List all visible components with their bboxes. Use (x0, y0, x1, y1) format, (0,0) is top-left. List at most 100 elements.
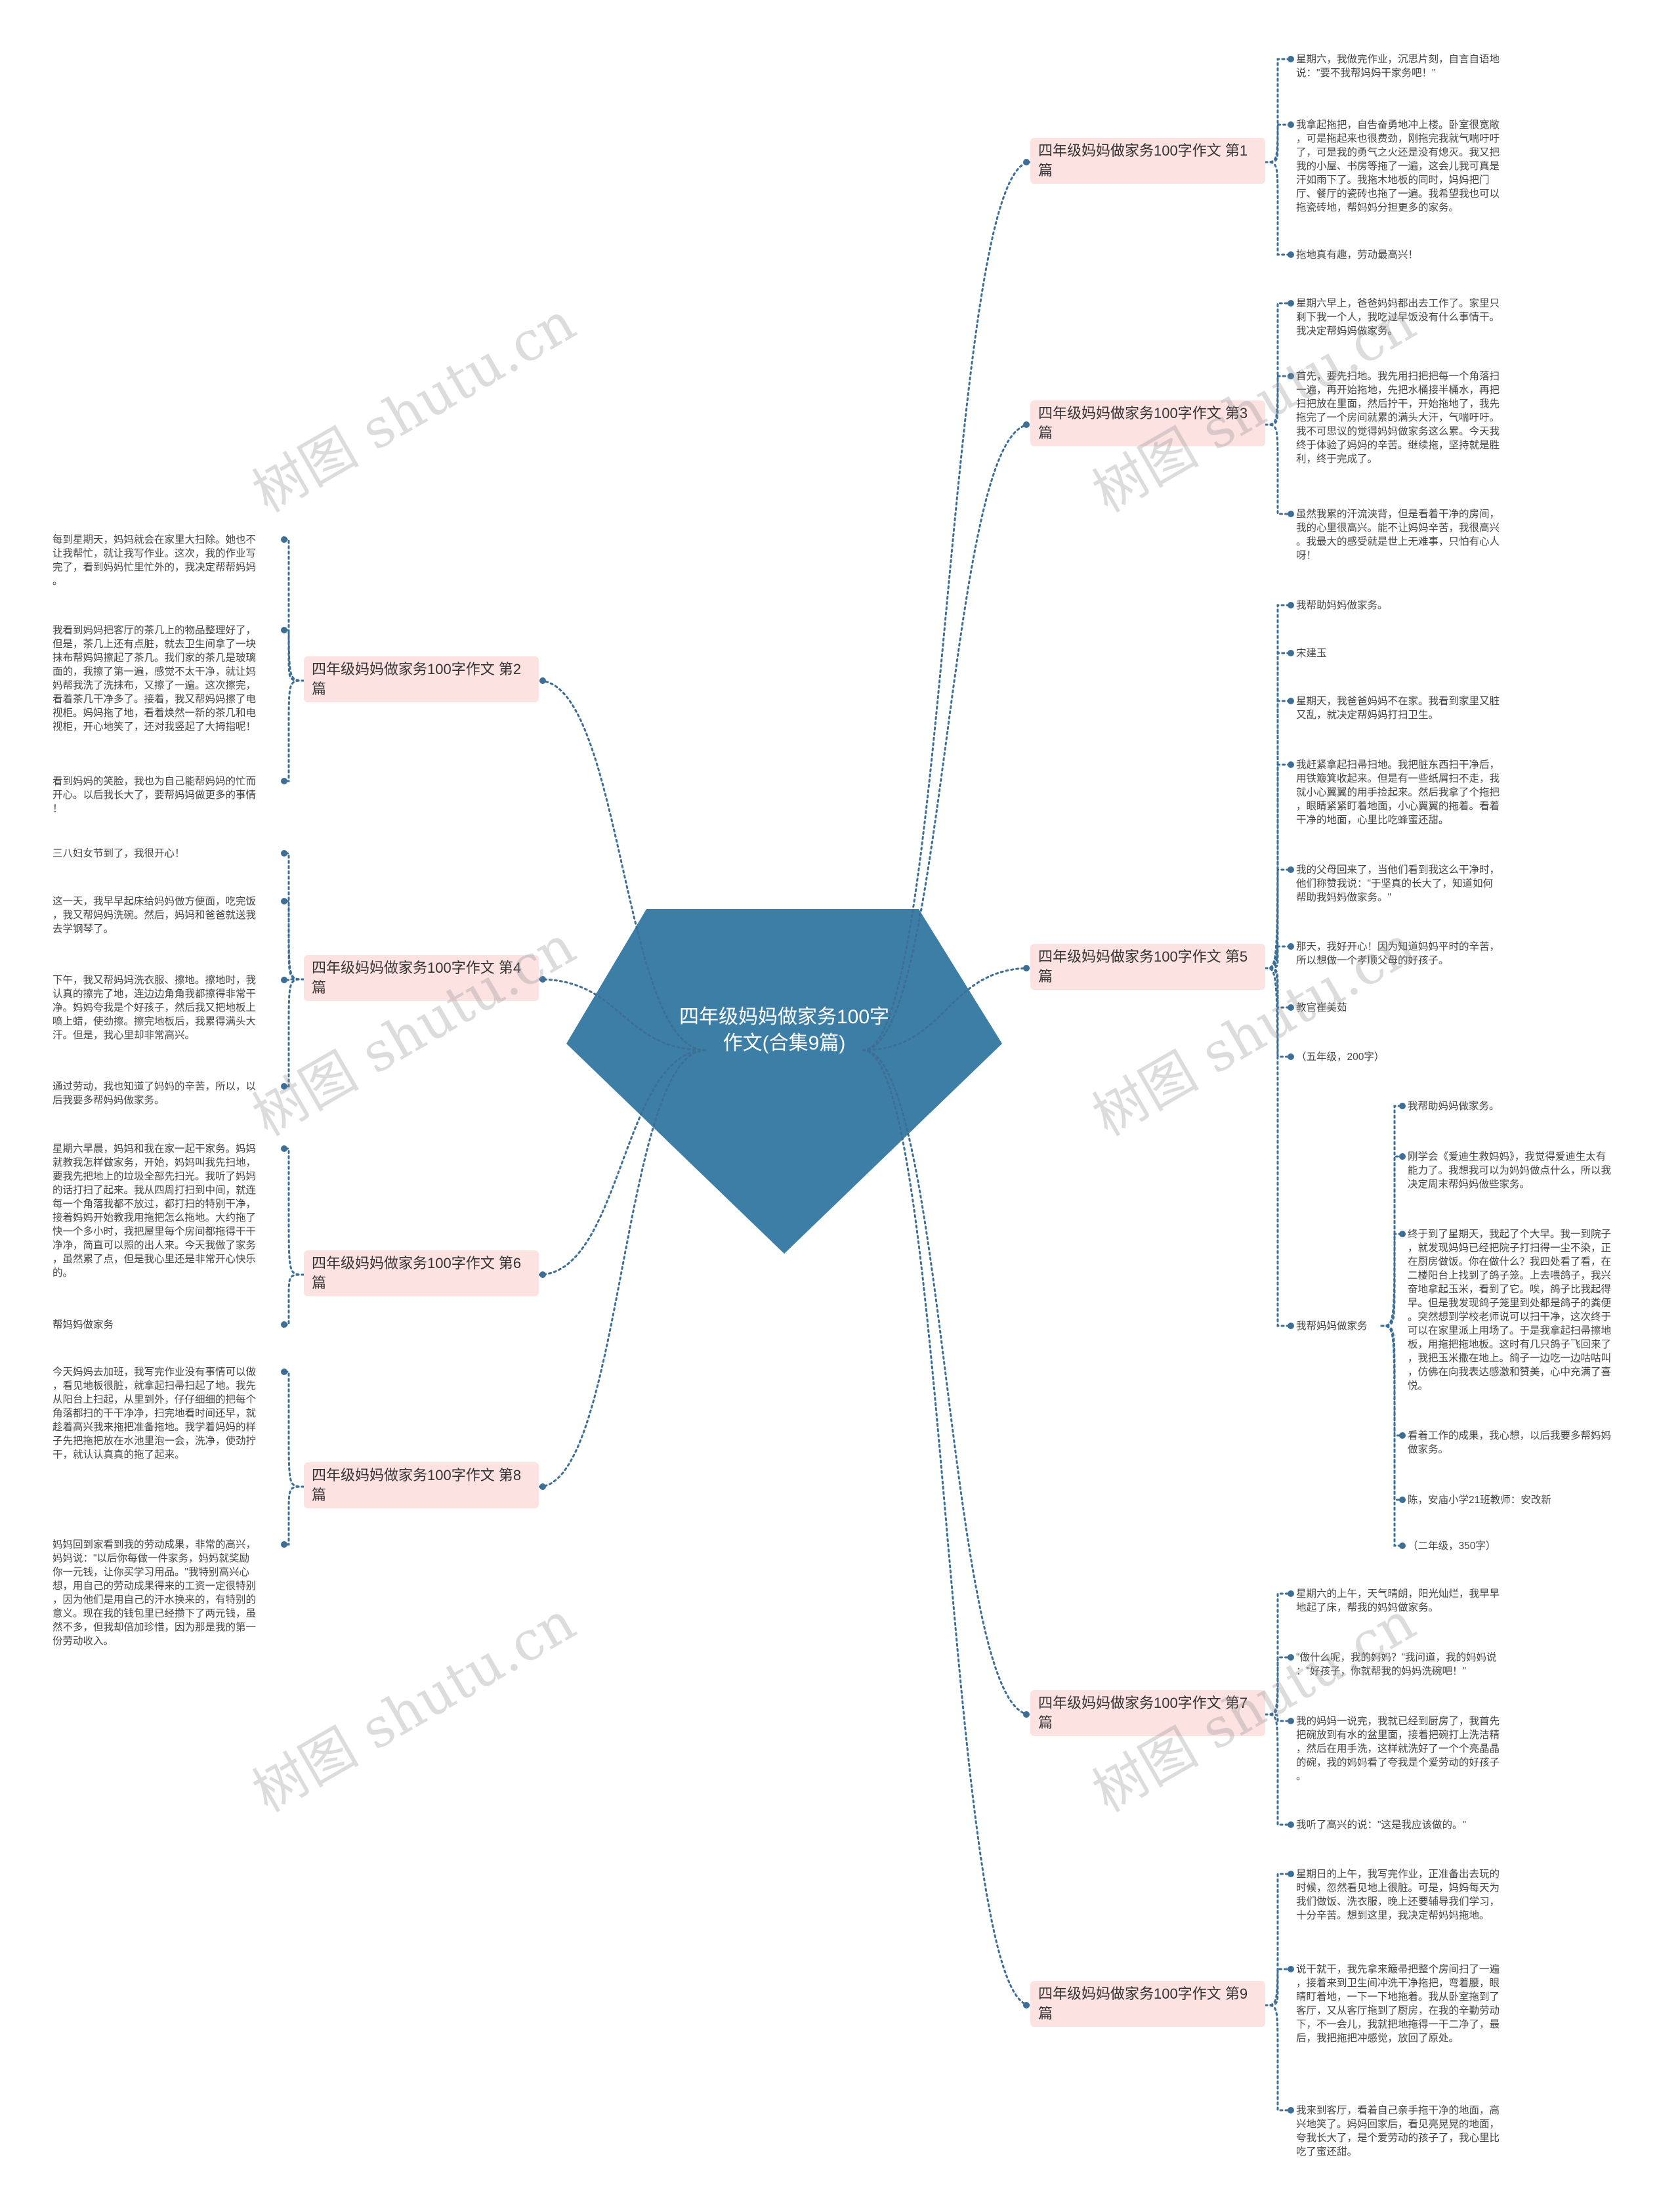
branch-connector-dot (1023, 1711, 1030, 1718)
leaf-text: 我的妈妈一说完，我就已经到厨房了，我首先 把碗放到有水的盆里面，接着把碗打上洗洁… (1296, 1716, 1500, 1782)
sub-leaf-connector-dot (1399, 1432, 1406, 1439)
leaf-connector-dot (281, 1083, 287, 1090)
leaf-text: 通过劳动，我也知道了妈妈的辛苦，所以，以 后我要多帮妈妈做家务。 (52, 1081, 257, 1106)
leaf-text: 宋建玉 (1296, 648, 1327, 659)
sub-leaf-connector (1380, 1155, 1404, 1327)
leaf-text: 星期六，我做完作业，沉思片刻，自言自语地 说："要不我帮妈妈干家务吧！" (1296, 54, 1500, 79)
leaf-connector (283, 679, 305, 782)
leaf-connector (283, 1273, 305, 1326)
branch-node-b3[interactable]: 四年级妈妈做家务100字作文 第3 篇 (1030, 400, 1265, 446)
leaf-connector-dot (281, 1541, 287, 1548)
leaf-connector (283, 1371, 305, 1488)
branch-connector-dot (539, 976, 546, 983)
leaf-text: 星期日的上午，我写完作业，正准备出去玩的 时候，忽然看见地上很脏。可是，妈妈每天… (1296, 1869, 1500, 1921)
leaf-connector-dot (1288, 251, 1294, 258)
branch-node-b7[interactable]: 四年级妈妈做家务100字作文 第7 篇 (1030, 1690, 1265, 1736)
leaf-connector-dot (1288, 1718, 1294, 1724)
branch-node-b4[interactable]: 四年级妈妈做家务100字作文 第4 篇 (304, 955, 539, 1001)
branch-node-b6[interactable]: 四年级妈妈做家务100字作文 第6 篇 (304, 1250, 539, 1296)
leaf-text: 三八妇女节到了，我很开心！ (52, 848, 185, 859)
leaf-connector (283, 1485, 305, 1546)
leaf-text: "做什么呢，我的妈妈？"我问道，我的妈妈说 ："好孩子，你就帮我的妈妈洗碗吧！" (1296, 1652, 1497, 1677)
leaf-connector-dot (1288, 373, 1294, 379)
branch-connector (862, 967, 1032, 1052)
sub-leaf-connector (1380, 1325, 1404, 1547)
leaf-connector-dot (1288, 1654, 1294, 1661)
leaf-text: 星期天，我爸爸妈妈不在家。我看到家里又脏 又乱，就决定帮妈妈打扫卫生。 (1296, 696, 1500, 721)
branch-connector (537, 1049, 707, 1488)
leaf-connector-dot (281, 898, 287, 904)
sub-leaf-text: 陈，安庙小学21班教师：安改新 (1408, 1495, 1551, 1506)
leaf-connector-dot (1288, 761, 1294, 768)
leaf-text: 妈妈回到家看到我的劳动成果，非常的高兴， 妈妈说："以后你每做一件家务，妈妈就奖… (52, 1539, 257, 1647)
leaf-text: 首先，要先扫地。我先用扫把把每一个角落扫 一遍，再开始拖地，先把水桶接半桶水，再… (1296, 371, 1500, 465)
leaf-text: 教官崔美茹 (1296, 1002, 1347, 1013)
branch-node-b8[interactable]: 四年级妈妈做家务100字作文 第8 篇 (304, 1462, 539, 1508)
leaf-text: 看到妈妈的笑脸，我也为自己能帮妈妈的忙而 开心。以后我长大了，要帮妈妈做更多的事… (52, 776, 257, 815)
sub-leaf-text: 刚学会《爱迪生救妈妈》，我觉得爱迪生太有 能力了。我想我可以为妈妈做点什么，所以… (1408, 1151, 1612, 1190)
center-node-shape[interactable] (566, 909, 1002, 1254)
branch-node-b9[interactable]: 四年级妈妈做家务100字作文 第9 篇 (1030, 1981, 1265, 2027)
leaf-connector (283, 978, 305, 1088)
leaf-text: 那天，我好开心！因为知道妈妈平时的辛苦， 所以想做一个孝顺父母的好孩子。 (1296, 941, 1500, 966)
leaf-text: 下午，我又帮妈妈洗衣服、擦地。擦地时，我 认真的擦完了地，连边边角角我都擦得非常… (52, 975, 257, 1041)
leaf-connector-dot (1288, 698, 1294, 704)
sub-leaf-text: （二年级，350字） (1408, 1541, 1496, 1552)
branch-connector (862, 161, 1032, 1052)
leaf-text: 这一天，我早早起床给妈妈做方便面，吃完饭 ，我又帮妈妈洗碗。然后，妈妈和爸爸就送… (52, 896, 257, 935)
sub-leaf-connector (1380, 1325, 1404, 1501)
leaf-connector (1264, 868, 1292, 969)
leaf-connector (283, 852, 305, 981)
leaf-text: 星期六早晨，妈妈和我在家一起干家务。妈妈 就教我怎样做家务，开始，妈妈叫我先扫地… (52, 1143, 257, 1279)
leaf-text: 虽然我累的汗流浃背，但是看着干净的房间， 我的心里很高兴。能不让妈妈辛苦，我很高… (1296, 509, 1500, 561)
leaf-text: 帮妈妈做家务 (52, 1319, 114, 1330)
sub-leaf-text: 我帮助妈妈做家务。 (1408, 1101, 1500, 1112)
leaf-connector (1264, 2004, 1292, 2112)
leaf-connector-dot (1288, 1004, 1294, 1011)
leaf-connector (1264, 1873, 1292, 2007)
sub-leaf-connector-dot (1399, 1153, 1406, 1160)
leaf-text: 我听了高兴的说："这是我应该做的。" (1296, 1819, 1467, 1831)
branch-node-b2[interactable]: 四年级妈妈做家务100字作文 第2 篇 (304, 656, 539, 702)
leaf-connector-dot (1288, 1871, 1294, 1877)
branch-node-b5[interactable]: 四年级妈妈做家务100字作文 第5 篇 (1030, 944, 1265, 990)
sub-leaf-connector-dot (1399, 1231, 1406, 1237)
leaf-connector (1264, 375, 1292, 426)
branch-connector-dot (1023, 159, 1030, 165)
leaf-connector (1264, 123, 1292, 163)
leaf-connector (1264, 1713, 1292, 1826)
leaf-text: 我的父母回来了，当他们看到我这么干净时， 他们称赞我说："于坚真的长大了，知道如… (1296, 864, 1500, 903)
leaf-connector (1264, 161, 1292, 256)
leaf-connector-dot (1288, 300, 1294, 307)
leaf-text: 每到星期天，妈妈就会在家里大扫除。她也不 让我帮忙，就让我写作业。这次，我的作业… (52, 534, 257, 587)
branch-connector (862, 423, 1032, 1052)
sub-leaf-connector-dot (1399, 1497, 1406, 1503)
leaf-connector-dot (281, 977, 287, 983)
leaf-connector-dot (1288, 121, 1294, 128)
leaf-connector-dot (1288, 650, 1294, 656)
leaf-text: 我帮妈妈做家务 (1296, 1321, 1368, 1332)
leaf-connector (283, 538, 305, 682)
branch-connector (862, 1049, 1032, 1716)
leaf-connector (1264, 58, 1292, 163)
leaf-connector-dot (1288, 866, 1294, 873)
leaf-connector-dot (1288, 1323, 1294, 1329)
leaf-text: 拖地真有趣，劳动最高兴！ (1296, 249, 1419, 261)
sub-leaf-text: 看着工作的成果，我心想，以后我要多帮妈妈 做家务。 (1408, 1430, 1612, 1455)
leaf-text: 我赶紧拿起扫帚扫地。我把脏东西扫干净后， 用铁簸箕收起来。但是有一些纸屑扫不走，… (1296, 759, 1500, 826)
leaf-connector (283, 900, 305, 981)
leaf-connector (1264, 967, 1292, 1058)
leaf-connector (1264, 967, 1292, 1327)
leaf-text: 我看到妈妈把客厅的茶几上的物品整理好了， 但是，茶几上还有点脏，就去卫生间拿了一… (52, 625, 257, 733)
branch-connector-dot (539, 1271, 546, 1278)
branch-node-b1[interactable]: 四年级妈妈做家务100字作文 第1 篇 (1030, 138, 1265, 184)
leaf-text: 我帮助妈妈做家务。 (1296, 600, 1388, 611)
leaf-connector-dot (1288, 511, 1294, 517)
branch-connector-dot (1023, 2002, 1030, 2008)
sub-leaf-connector (1380, 1105, 1404, 1327)
leaf-connector-dot (281, 627, 287, 633)
sub-leaf-connector-dot (1399, 1103, 1406, 1109)
leaf-connector-dot (281, 850, 287, 857)
